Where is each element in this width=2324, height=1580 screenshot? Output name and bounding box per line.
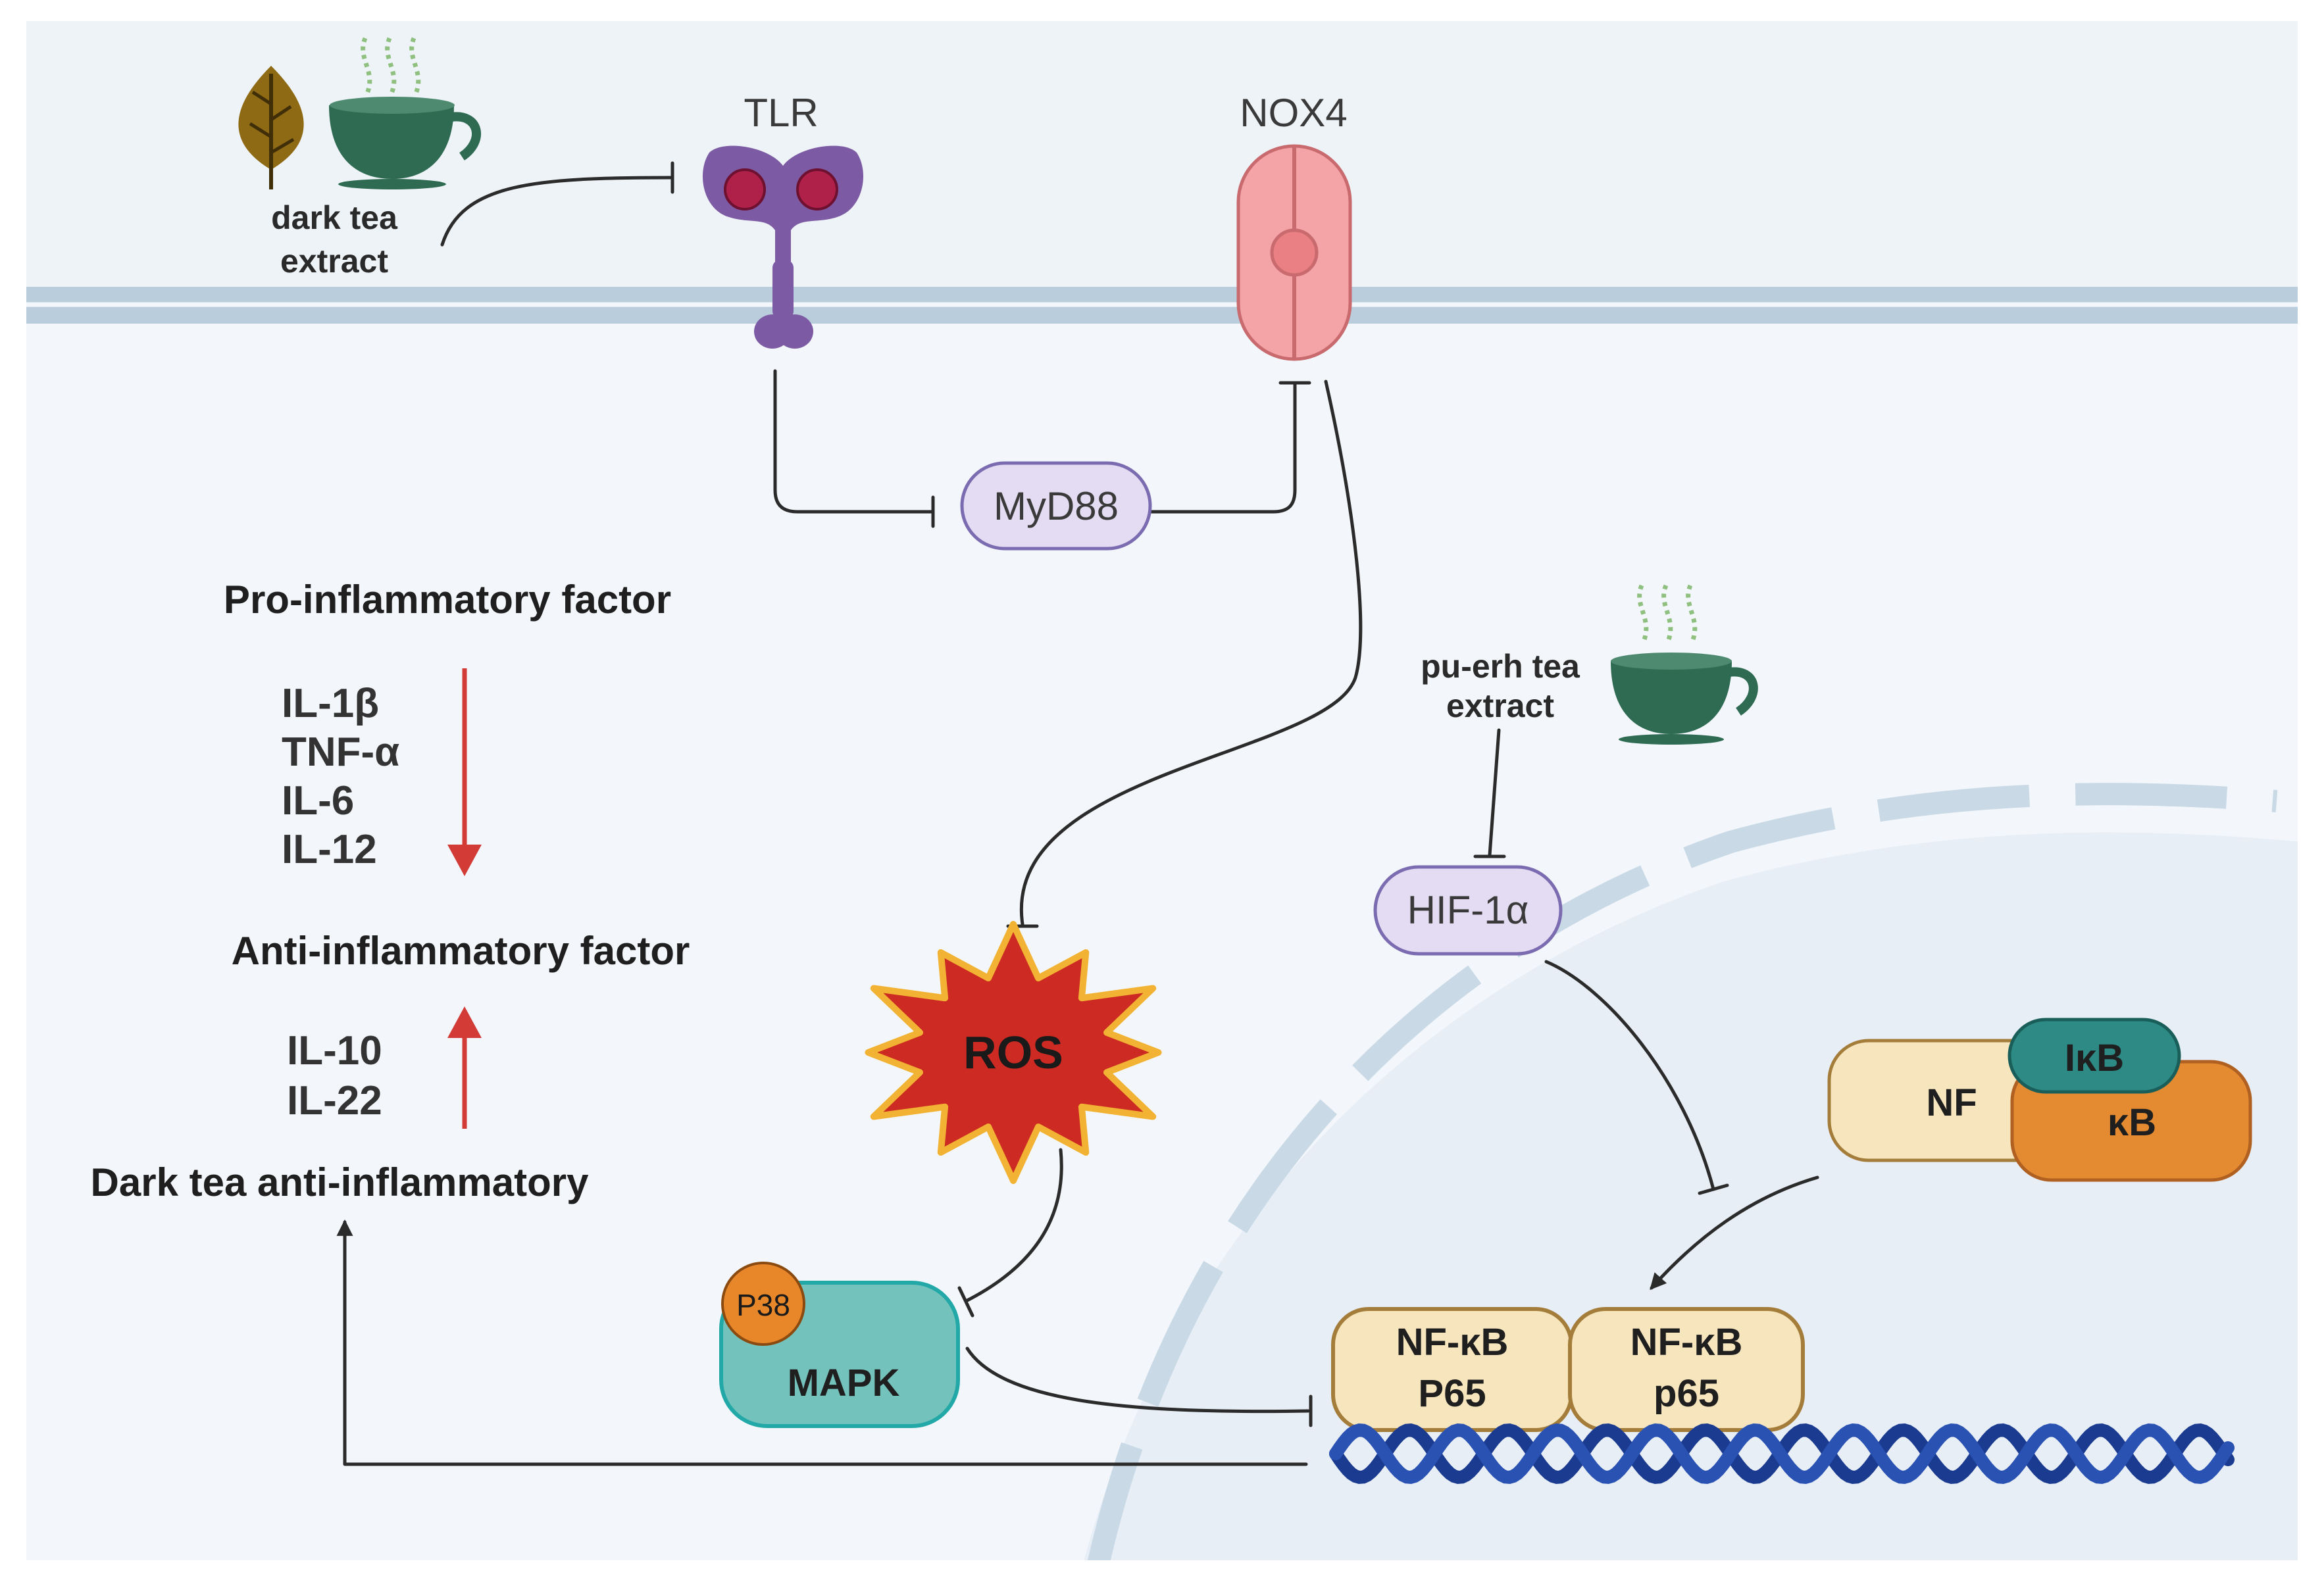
kb-label: κB [2108, 1101, 2156, 1144]
p38-label: P38 [736, 1288, 790, 1322]
ros-label: ROS [963, 1027, 1063, 1078]
pro-factor-1: IL-1β [282, 681, 379, 726]
steam-icon [361, 37, 421, 95]
decrease-arrow [447, 668, 482, 876]
dark-tea-extract-label-line2: extract [280, 243, 388, 280]
myd88-label: MyD88 [994, 484, 1119, 528]
tlr-label: TLR [744, 91, 818, 135]
puerh-inhibits-hif [1488, 728, 1501, 857]
p38-badge [721, 1262, 805, 1346]
tlr-receptor [703, 145, 863, 349]
increase-arrow [447, 1006, 482, 1129]
nf-label: NF [1926, 1081, 1977, 1124]
nfkb-left-line2: P65 [1418, 1372, 1486, 1415]
mapk-label: MAPK [788, 1362, 900, 1404]
dark-tea-inhibits-tlr [440, 176, 674, 247]
nox4-channel [1236, 144, 1352, 361]
ikb-label: IκB [2065, 1037, 2124, 1079]
nfkb-translocation-arrow [1650, 1175, 1819, 1291]
outcome-label: Dark tea anti-inflammatory [91, 1160, 590, 1204]
puerh-tea-extract-label-line2: extract [1446, 687, 1554, 724]
dna-to-outcome-arrow [336, 1219, 1308, 1466]
mapk-inhibits-nfkb [965, 1346, 1310, 1414]
nuclear-envelope [1088, 783, 2278, 1560]
dark-tea-leaf [238, 66, 304, 189]
nfkb-p65-dimer: NF-κB P65 NF-κB p65 [1331, 1307, 1805, 1432]
tlr-ligand-left [724, 168, 766, 210]
p38-mapk-node: MAPK P38 [719, 1262, 960, 1428]
nfkb-ikb-complex: NF IκB κB [1827, 1018, 2252, 1182]
pro-factor-2: TNF-α [282, 729, 399, 775]
nox4-inhibits-ros [1019, 380, 1363, 926]
hif-label: HIF-1α [1407, 888, 1529, 932]
tlr-ligand-right [796, 168, 838, 210]
hif-inhibits-nfkb [1544, 960, 1715, 1191]
teacup-icon [329, 105, 454, 179]
nfkb-right-line2: p65 [1654, 1372, 1719, 1415]
myd88-node: MyD88 [960, 461, 1152, 551]
anti-inflammatory-title: Anti-inflammatory factor [232, 929, 690, 973]
hif-node: HIF-1α [1373, 865, 1563, 956]
pro-inflammatory-title: Pro-inflammatory factor [224, 578, 671, 622]
ros-inhibits-mapk [964, 1148, 1063, 1303]
steam-icon [1637, 584, 1698, 643]
pro-factor-4: IL-12 [282, 827, 377, 872]
teacup-icon [1611, 661, 1732, 734]
tlr-inhibits-myd88 [773, 369, 935, 514]
puerh-tea-cup [1611, 584, 1758, 745]
nfkb-right-line1: NF-κB [1630, 1321, 1743, 1364]
puerh-tea-extract-label-line1: pu-erh tea [1421, 648, 1580, 685]
myd88-inhibits-nox4 [1149, 381, 1297, 514]
dark-tea-cup [329, 37, 482, 189]
anti-factor-1: IL-10 [287, 1028, 382, 1074]
nox4-label: NOX4 [1240, 91, 1347, 135]
dark-tea-extract-label-line1: dark tea [271, 199, 398, 236]
anti-factor-2: IL-22 [287, 1078, 382, 1123]
nfkb-left-line1: NF-κB [1396, 1321, 1509, 1364]
dna-icon [1329, 1423, 2235, 1485]
ros-burst: ROS [865, 921, 1162, 1184]
pro-factor-3: IL-6 [282, 778, 354, 824]
